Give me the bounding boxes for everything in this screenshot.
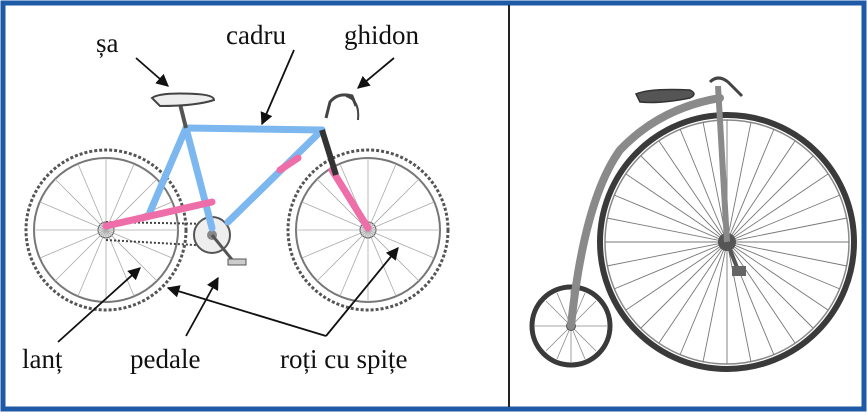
modern-bicycle-illustration (26, 94, 448, 311)
label-sa: șa (96, 28, 119, 58)
label-lant: lanț (22, 344, 63, 374)
penny-farthing-illustration (532, 78, 854, 369)
label-pedale: pedale (130, 344, 200, 374)
arrow-roti-rear (168, 288, 326, 336)
label-roti: roți cu spițe (280, 344, 407, 374)
arrow-ghidon (358, 58, 394, 88)
arrow-sa (136, 58, 168, 86)
arrow-cadru (262, 50, 294, 124)
label-cadru: cadru (226, 20, 286, 50)
arrow-lant (58, 268, 140, 342)
rear-wheel (26, 150, 186, 310)
label-ghidon: ghidon (344, 20, 420, 50)
arrow-pedale (186, 278, 218, 336)
